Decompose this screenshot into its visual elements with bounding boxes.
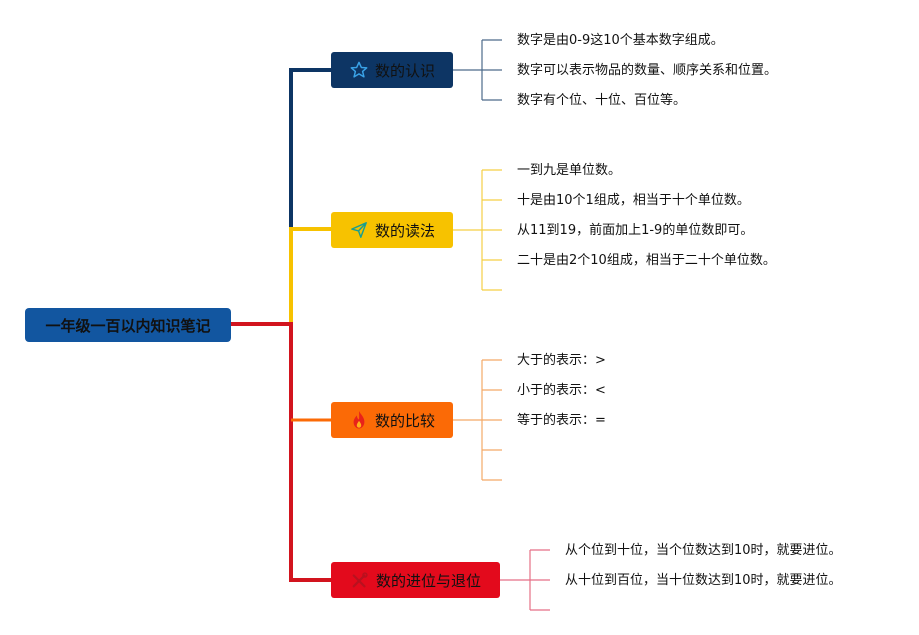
leaf-lines-comparison	[453, 359, 502, 481]
leaf-item[interactable]: 小于的表示：<	[517, 383, 606, 398]
branch-number-comparison[interactable]: 数的比较	[331, 402, 453, 438]
leaf-item[interactable]: 一到九是单位数。	[517, 163, 622, 178]
root-topic-label: 一年级一百以内知识笔记	[45, 316, 211, 335]
leaf-lines-carry	[500, 549, 550, 611]
leaf-item[interactable]: 数字可以表示物品的数量、顺序关系和位置。	[517, 63, 778, 78]
leaf-item[interactable]: 二十是由2个10组成，相当于二十个单位数。	[517, 253, 776, 268]
branch-carry-and-borrow[interactable]: 数的进位与退位	[331, 562, 500, 598]
leaf-item[interactable]: 等于的表示：=	[517, 413, 606, 428]
flame-icon	[349, 410, 369, 430]
leaf-lines-recognition	[453, 39, 502, 101]
branch-number-reading[interactable]: 数的读法	[331, 212, 453, 248]
leaf-item[interactable]: 数字有个位、十位、百位等。	[517, 93, 687, 108]
leaf-lines-reading	[453, 169, 502, 291]
leaf-item[interactable]: 数字是由0-9这10个基本数字组成。	[517, 33, 724, 48]
root-topic[interactable]: 一年级一百以内知识笔记	[25, 308, 231, 342]
leaf-item[interactable]: 从11到19，前面加上1-9的单位数即可。	[517, 223, 754, 238]
branch-label: 数的比较	[374, 411, 435, 430]
branch-label: 数的读法	[374, 221, 435, 240]
star-icon	[349, 60, 369, 80]
leaf-item[interactable]: 从十位到百位，当十位数达到10时，就要进位。	[565, 573, 842, 588]
tools-icon	[350, 570, 370, 590]
branch-label: 数的认识	[374, 61, 435, 80]
paper-plane-icon	[349, 220, 369, 240]
branch-number-recognition[interactable]: 数的认识	[331, 52, 453, 88]
branch-label: 数的进位与退位	[375, 571, 481, 590]
leaf-item[interactable]: 从个位到十位，当个位数达到10时，就要进位。	[565, 543, 842, 558]
leaf-item[interactable]: 大于的表示：>	[517, 353, 606, 368]
leaf-item[interactable]: 十是由10个1组成，相当于十个单位数。	[517, 193, 750, 208]
